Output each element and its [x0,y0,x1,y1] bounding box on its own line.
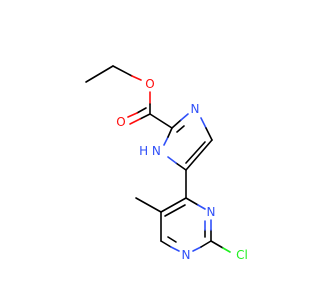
atom-label-n-imidazole: N [191,102,200,116]
bond-n3-c4-n [200,117,207,129]
bond-pc6-n1 [160,240,172,248]
bond-c-c2 [149,113,173,129]
atom-label-n-pyrimidine-3: N [207,205,216,219]
atom-label-o-carbonyl: O [116,115,125,129]
bond-c5-n1-n [167,156,177,164]
bond-c2-n3 [171,119,182,129]
bond-carbonyl-a-o [129,118,141,125]
atom-label-cl: Cl [236,248,248,262]
bond-n3-c4 [205,127,213,141]
bond-n1-c2-n [163,136,169,146]
bond-pc2-cl-cl [222,247,231,253]
bond-pc4-pc5 [160,197,187,213]
bond-n1-c2 [167,127,173,138]
bond-c2-n3-n [180,113,189,121]
bond-methyl [135,197,162,213]
bond-pc4-pc5-inner [164,204,186,217]
bond-carbonyl-b [136,107,147,114]
bond-c2-n3-inner [176,125,185,133]
bond-pc6-n1-inner [167,236,177,243]
bond-n1-pc2 [200,240,212,248]
bond-c4-c5-inner [185,141,206,164]
bond-ethyl-cc [85,65,114,83]
bond-c4-c5 [185,139,213,171]
molecule-structure: O O N H N N N Cl [85,65,248,262]
bond-pc6-n1-n [170,246,180,252]
bond-ethyl-co-o [131,75,142,81]
atom-label-nh-imidazole: H N [139,144,161,158]
bond-pc4-n3 [185,197,199,206]
bond-n1-pc2-n [192,246,202,252]
bond-carbonyl-b-o [127,112,138,118]
bond-pc4-n3-n [197,204,206,210]
bond-ethyl-co [112,65,133,77]
bond-c5-n1 [175,162,187,171]
atom-label-o-ether: O [145,77,154,91]
bond-pc2-cl [210,240,224,249]
bond-carbonyl-a [139,113,151,120]
atom-label-n-pyrimidine-1: N [182,248,191,262]
